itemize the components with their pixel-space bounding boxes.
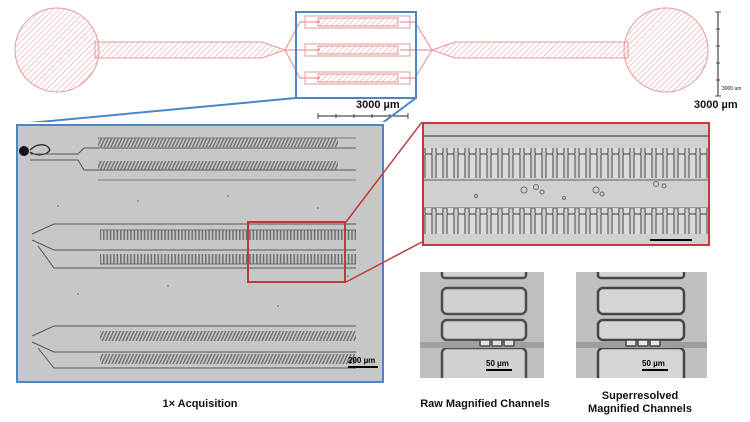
caption-raw: Raw Magnified Channels — [420, 398, 550, 410]
scale-label-vertical: 3000 um — [722, 86, 742, 92]
caption-acquisition: 1× Acquisition — [162, 398, 238, 410]
zoom-region-box — [295, 11, 417, 99]
scale-label-side: 3000 µm — [694, 99, 738, 111]
scale-label-main: 3000 µm — [356, 99, 400, 111]
raw-channels-image: 50 µm — [420, 272, 544, 378]
acq-array-bottom — [31, 325, 356, 369]
magnified-image — [422, 122, 710, 246]
device-schematic — [14, 7, 721, 122]
superresolved-scale-label: 50 µm — [642, 359, 665, 368]
left-inlet-channel — [94, 41, 287, 59]
trap-array-bottom — [304, 71, 411, 85]
acquisition-image: 200 µm — [16, 124, 384, 383]
acq-scale-label: 200 µm — [348, 356, 376, 365]
caption-superresolved: Superresolved Magnified Channels — [560, 390, 720, 416]
acq-red-zoom-box — [247, 221, 346, 283]
acq-array-top — [30, 137, 356, 181]
raw-scale-label: 50 µm — [486, 359, 509, 368]
acq-array-middle — [31, 223, 356, 269]
caption-superresolved-line2: Magnified Channels — [588, 403, 692, 415]
trap-array-top — [304, 15, 411, 29]
caption-superresolved-line1: Superresolved — [601, 390, 679, 402]
superresolved-image: 50 µm — [576, 272, 707, 378]
trap-array-middle — [304, 43, 411, 57]
right-outlet-channel — [430, 41, 629, 59]
